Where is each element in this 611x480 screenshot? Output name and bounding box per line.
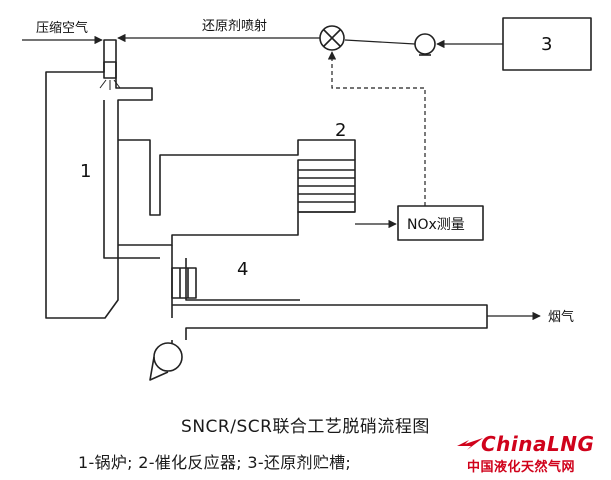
- mixing-valve-cross: [323, 29, 341, 47]
- watermark-brand: ChinaLNG: [481, 432, 595, 456]
- pump-to-valve-line: [344, 39, 416, 45]
- compressed-air-label: 压缩空气: [36, 20, 88, 36]
- outlet-duct: [172, 304, 488, 340]
- pump: [414, 33, 436, 55]
- label-num-4: 4: [237, 259, 248, 280]
- diagram-title: SNCR/SCR联合工艺脱硝流程图: [181, 417, 430, 437]
- diagram-legend: 1-锅炉; 2-催化反应器; 3-还原剂贮槽;: [78, 453, 352, 472]
- label-num-3: 3: [541, 34, 552, 55]
- flue-duct-lower: [118, 211, 355, 246]
- injector-nozzle: [103, 39, 117, 79]
- boiler-partition: [103, 100, 160, 259]
- fan-housing: [153, 342, 183, 372]
- watermark-logo: ChinaLNG 中国液化天然气网: [455, 430, 605, 476]
- label-num-2: 2: [335, 120, 346, 141]
- nox-measurement-label: NOx测量: [407, 217, 465, 233]
- label-num-1: 1: [80, 161, 91, 182]
- injector-spray: [99, 79, 121, 90]
- nox-feedback-dashed: [327, 51, 426, 206]
- fan-outlet: [149, 340, 173, 381]
- flue-gas-label: 烟气: [548, 309, 574, 325]
- flame-icon: [457, 438, 483, 450]
- reductant-injection-label: 还原剂喷射: [202, 18, 267, 34]
- nox-measurement-box: [397, 205, 484, 241]
- heat-exchanger: [171, 267, 197, 299]
- watermark-subtitle: 中国液化天然气网: [467, 460, 576, 475]
- flue-duct: [118, 139, 356, 216]
- down-duct: [171, 245, 300, 318]
- boiler-shape: [45, 61, 153, 319]
